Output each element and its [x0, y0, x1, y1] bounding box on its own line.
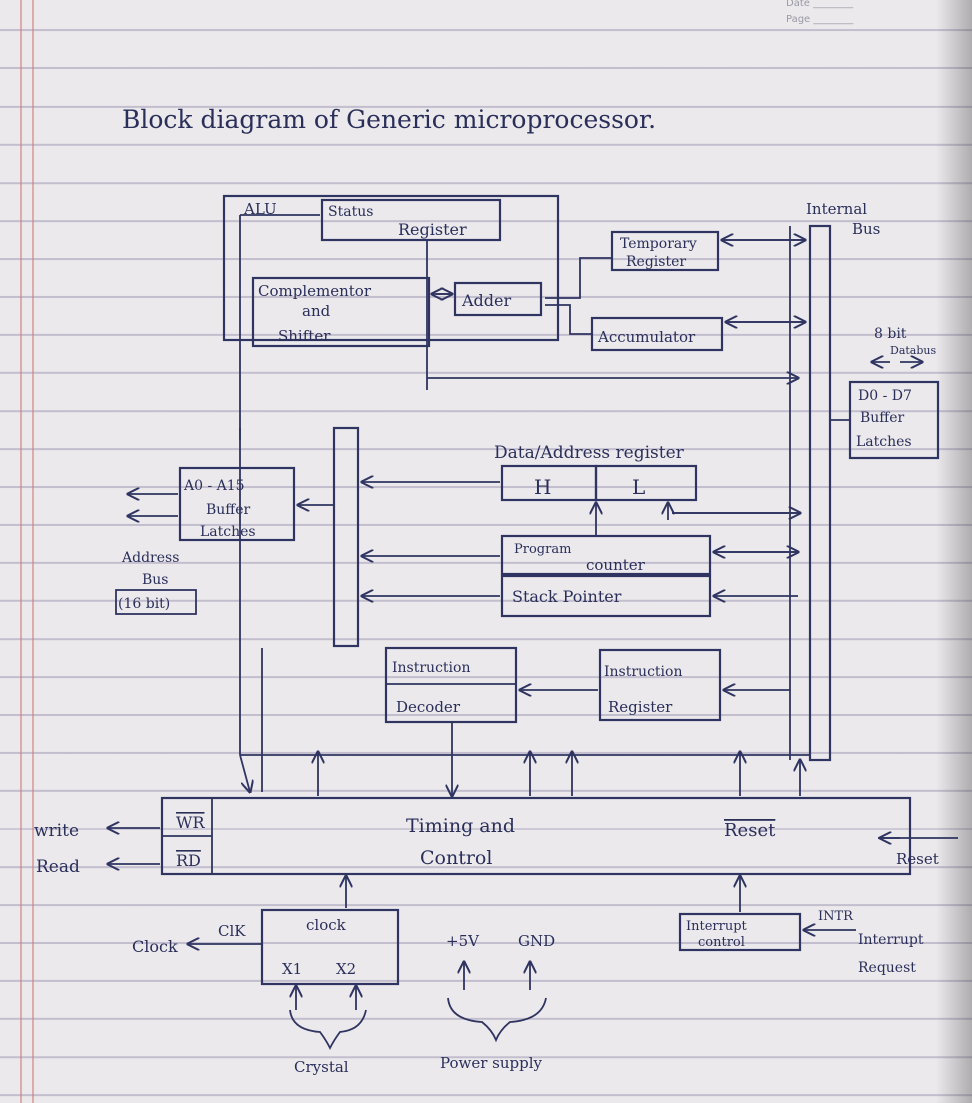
instruction-decoder-box	[384, 646, 518, 724]
internal-bus-label-2: Bus	[852, 220, 880, 238]
register-label: Register	[398, 220, 467, 239]
stack-pointer-box	[500, 574, 712, 618]
rd-label: RD	[176, 851, 201, 870]
instruction-register-label-1: Instruction	[604, 664, 682, 680]
l-register-box	[594, 464, 698, 502]
complementor-label-1: Complementor	[258, 282, 372, 300]
complementor-box	[251, 276, 431, 348]
page-label: Page	[786, 14, 811, 25]
clock-clk-label: ClK	[218, 922, 246, 940]
status-label: Status	[328, 204, 373, 220]
d-buffer-label-3: Latches	[856, 434, 912, 450]
timing-label-2: Control	[420, 847, 492, 869]
h-register-label: H	[534, 475, 551, 499]
wr-label: WR	[176, 813, 205, 832]
adder-box	[453, 281, 543, 317]
reset-label: Reset	[724, 820, 776, 841]
a-buffer-label-3: Latches	[200, 524, 256, 540]
address-bus-bracket	[115, 589, 197, 615]
program-counter-box	[500, 534, 712, 576]
data-bus-label: Databus	[890, 344, 936, 357]
adder-label: Adder	[461, 291, 512, 310]
interrupt-request-label-1: Interrupt	[858, 932, 924, 948]
crystal-brace	[289, 1009, 367, 1051]
complementor-label-2: and	[302, 302, 331, 320]
interrupt-request-label-2: Request	[858, 960, 916, 976]
program-counter-label-1: Program	[514, 542, 571, 557]
internal-bus	[808, 224, 832, 762]
data-address-register-label: Data/Address register	[494, 443, 685, 463]
power-supply-label: Power supply	[440, 1054, 543, 1072]
address-bus-label-2: Bus	[142, 572, 169, 588]
complementor-label-3: Shifter	[278, 327, 331, 345]
reset-input-label: Reset	[896, 850, 939, 868]
clock-box	[260, 908, 400, 986]
gnd-label: GND	[518, 932, 555, 950]
a-buffer-box	[178, 466, 296, 542]
adder-to-temp	[545, 257, 612, 299]
notebook-spine	[936, 0, 972, 1103]
clock-title: clock	[306, 916, 347, 934]
instruction-register-box	[598, 648, 722, 722]
arrow-down-timing	[239, 754, 250, 792]
a-buffer-label-2: Buffer	[206, 502, 251, 518]
clock-x1: X1	[282, 960, 302, 978]
instruction-register-label-2: Register	[608, 698, 673, 716]
temp-register-label-2: Register	[626, 254, 686, 270]
interrupt-label-2: control	[698, 935, 745, 950]
instruction-decoder-label-1: Instruction	[392, 660, 470, 676]
intr-label: INTR	[818, 909, 854, 924]
date-label: Date	[786, 0, 810, 9]
adder-to-acc	[545, 304, 592, 335]
timing-label-1: Timing and	[406, 815, 515, 837]
clock-x2: X2	[336, 960, 356, 978]
address-bus-label-1: Address	[121, 550, 179, 566]
date-page-box: Date ________ Page ________	[786, 0, 854, 25]
temp-register-label-1: Temporary	[620, 236, 697, 252]
alu-box	[222, 194, 560, 342]
program-counter-label-2: counter	[586, 556, 646, 574]
l-register-label: L	[632, 475, 645, 499]
data-bus-width: 8 bit	[874, 326, 907, 342]
alu-label: ALU	[243, 200, 277, 218]
margin-line-left	[20, 0, 22, 1103]
d-buffer-label-1: D0 - D7	[858, 388, 912, 404]
diagram-title: Block diagram of Generic microprocessor.	[122, 105, 656, 134]
interrupt-label-1: Interrupt	[686, 919, 748, 934]
clock-output-label: Clock	[132, 937, 178, 956]
interrupt-control-box	[678, 912, 802, 952]
a-buffer-label-1: A0 - A15	[183, 478, 245, 494]
timing-control-box	[160, 796, 912, 876]
margin-line-right	[32, 0, 34, 1103]
address-path	[332, 426, 360, 648]
internal-bus-label-1: Internal	[806, 200, 867, 218]
status-register-box	[320, 198, 502, 242]
accumulator-label: Accumulator	[597, 328, 696, 346]
read-label: Read	[36, 857, 80, 877]
plus5v-label: +5V	[446, 932, 480, 950]
write-label: write	[34, 821, 79, 841]
stack-pointer-label: Stack Pointer	[512, 587, 622, 606]
crystal-label: Crystal	[294, 1058, 349, 1076]
address-bus-label-3: (16 bit)	[118, 596, 170, 612]
d-buffer-label-2: Buffer	[860, 410, 905, 426]
instruction-decoder-label-2: Decoder	[396, 698, 461, 716]
power-brace	[447, 997, 547, 1043]
temp-register-box	[610, 230, 720, 272]
